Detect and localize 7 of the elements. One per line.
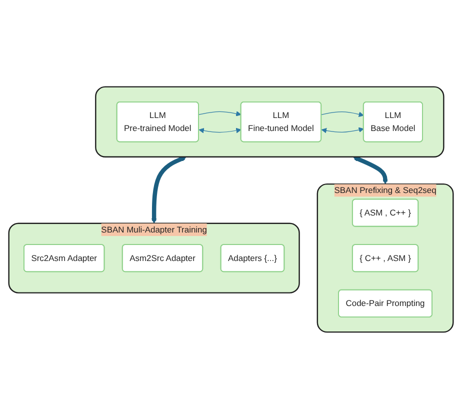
- arrow: [198, 111, 242, 116]
- arrow: [151, 156, 186, 224]
- arrow: [198, 128, 242, 134]
- cluster: [95, 86, 444, 158]
- arrow: [321, 112, 364, 117]
- arrow: [321, 127, 364, 134]
- arrow: [352, 156, 388, 184]
